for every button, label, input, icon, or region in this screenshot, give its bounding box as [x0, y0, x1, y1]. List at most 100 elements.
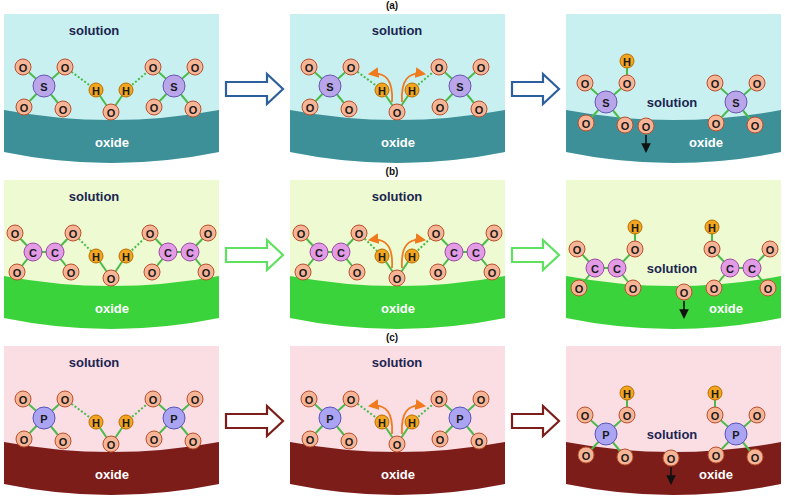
atom-symbol: O — [475, 436, 484, 447]
atom-circle — [619, 407, 635, 423]
atom-circle — [375, 83, 389, 97]
atom-symbol: O — [61, 62, 70, 73]
atom-circle — [484, 264, 500, 280]
panel-illustration — [566, 14, 781, 164]
atom-circle — [119, 83, 133, 97]
solution-region — [566, 346, 781, 495]
atom-circle — [89, 415, 103, 429]
atom-symbol: O — [150, 102, 159, 113]
atom-symbol: O — [711, 410, 720, 421]
bond-break-arrow — [370, 406, 392, 434]
atom-symbol: O — [710, 283, 719, 294]
atom-symbol: O — [477, 62, 486, 73]
atom-circle — [389, 104, 405, 120]
atom-symbol: C — [591, 263, 599, 274]
atom-circle — [185, 101, 201, 117]
atom-symbol: H — [408, 85, 416, 96]
atom-circle — [619, 75, 635, 91]
atom-symbol: C — [315, 247, 323, 258]
atom-symbol: O — [435, 394, 444, 405]
atom-symbol: H — [122, 85, 130, 96]
atom-circle — [163, 75, 185, 97]
atom-symbol: O — [149, 62, 158, 73]
atom-symbol: O — [708, 244, 717, 255]
atom-symbol: C — [337, 247, 345, 258]
atom-circle — [103, 436, 119, 452]
atom-symbol: S — [602, 97, 609, 108]
reaction-panel: CCOOOOCCOOOOHHOsolutionoxide — [290, 180, 505, 330]
atom-symbol: C — [726, 263, 734, 274]
atom-circle — [146, 431, 162, 447]
solution-region — [290, 180, 505, 329]
atom-circle — [146, 99, 162, 115]
atom-circle — [103, 104, 119, 120]
atom-symbol: O — [20, 102, 29, 113]
atom-symbol: H — [92, 85, 100, 96]
atom-circle — [708, 386, 722, 400]
atom-circle — [46, 243, 64, 261]
region-label: oxide — [95, 468, 129, 481]
atom-circle — [721, 259, 739, 277]
atom-circle — [432, 99, 448, 115]
atom-circle — [431, 59, 447, 75]
atom-circle — [747, 117, 763, 133]
region-label: oxide — [381, 136, 415, 149]
reaction-panel: CCOOOOCCOOOOHHOsolutionoxide — [4, 180, 219, 330]
atom-symbol: O — [347, 62, 356, 73]
atom-symbol: P — [602, 429, 609, 440]
atom-symbol: H — [711, 388, 719, 399]
atom-symbol: O — [436, 102, 445, 113]
atom-symbol: S — [326, 81, 333, 92]
atom-circle — [15, 391, 31, 407]
atom-circle — [119, 415, 133, 429]
atom-circle — [743, 259, 761, 277]
atom-circle — [351, 225, 367, 241]
atom-circle — [625, 280, 641, 296]
atom-circle — [595, 91, 617, 113]
atom-symbol: S — [40, 81, 47, 92]
reaction-panel: POOOOPOOOOHHOsolutionoxide — [4, 346, 219, 496]
atom-circle — [7, 225, 23, 241]
atom-circle — [159, 243, 177, 261]
atom-symbol: O — [305, 394, 314, 405]
region-label: oxide — [689, 136, 723, 149]
atom-circle — [628, 220, 642, 234]
atom-circle — [349, 264, 365, 280]
atom-circle — [200, 225, 216, 241]
region-label: solution — [647, 96, 698, 109]
bond-break-arrow — [370, 240, 392, 268]
atom-circle — [302, 431, 318, 447]
atom-circle — [705, 220, 719, 234]
solution-region — [4, 180, 219, 329]
atom-symbol: C — [472, 247, 480, 258]
atom-circle — [569, 241, 585, 257]
atom-symbol: O — [436, 434, 445, 445]
atom-symbol: S — [732, 97, 739, 108]
atom-symbol: P — [170, 413, 177, 424]
region-label: solution — [647, 262, 698, 275]
atom-circle — [389, 436, 405, 452]
atom-circle — [676, 284, 692, 300]
atom-circle — [103, 270, 119, 286]
atom-symbol: O — [107, 439, 116, 450]
atom-circle — [144, 264, 160, 280]
reaction-panel: CCOOOOCCOOOOHHOsolutionoxide — [566, 180, 781, 330]
atom-symbol: O — [623, 410, 632, 421]
atom-symbol: O — [347, 394, 356, 405]
atom-circle — [467, 243, 485, 261]
atom-circle — [428, 225, 444, 241]
atom-circle — [187, 59, 203, 75]
atom-circle — [375, 249, 389, 263]
region-label: oxide — [95, 302, 129, 315]
reaction-panel: POOOOPOOOOHHOsolutionoxide — [290, 346, 505, 496]
atom-symbol: O — [149, 394, 158, 405]
atom-circle — [431, 391, 447, 407]
atom-symbol: O — [711, 78, 720, 89]
region-label: oxide — [699, 468, 733, 481]
atom-symbol: O — [581, 78, 590, 89]
atom-circle — [9, 264, 25, 280]
migration-arrow — [645, 135, 647, 151]
atom-circle — [578, 447, 594, 463]
atom-circle — [405, 415, 419, 429]
atom-circle — [749, 407, 765, 423]
